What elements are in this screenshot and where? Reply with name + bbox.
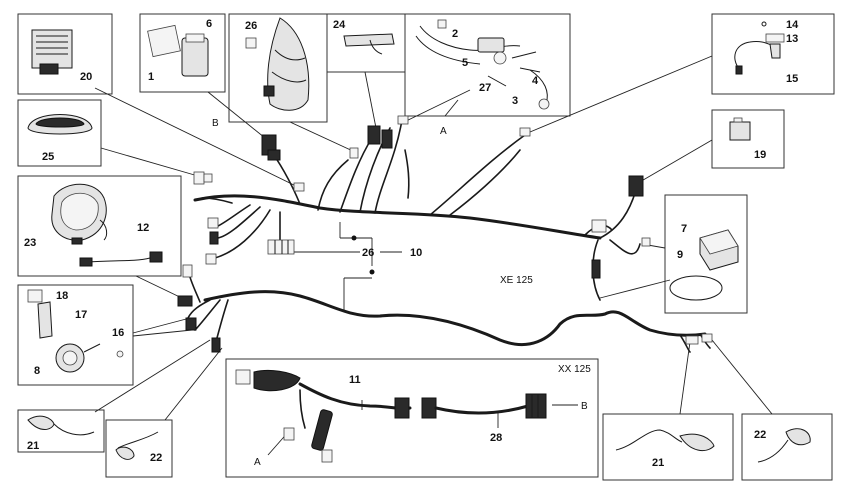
ref-letter-a-top: A <box>440 126 447 137</box>
junction-dot-upper <box>351 235 357 241</box>
model-label-xx125: XX 125 <box>558 364 591 375</box>
ref-letter-a-inset: A <box>254 457 261 468</box>
callout-27: 27 <box>479 82 491 94</box>
callout-25: 25 <box>42 151 54 163</box>
rear-indicator-22 <box>757 428 811 463</box>
callout-24: 24 <box>333 19 346 31</box>
callout-1: 1 <box>148 71 154 83</box>
ignition-switch <box>415 19 550 110</box>
callout-10: 10 <box>410 247 422 259</box>
battery <box>669 229 739 301</box>
regulator-rectifier <box>31 29 73 75</box>
panel-rear-indicator-22 <box>741 413 833 481</box>
connector-plate <box>343 33 395 55</box>
callout-9: 9 <box>677 249 683 261</box>
callout-2: 2 <box>452 28 458 40</box>
callout-21b: 21 <box>652 457 664 469</box>
callout-12: 12 <box>137 222 149 234</box>
callout-22a: 22 <box>150 452 162 464</box>
callout-20: 20 <box>80 71 92 83</box>
rear-indicator-21 <box>615 429 715 452</box>
reference-letters: B A B A <box>212 118 588 468</box>
callout-11: 11 <box>349 374 361 386</box>
model-label-xe125: XE 125 <box>500 275 533 286</box>
front-indicator-22 <box>115 431 159 460</box>
callout-13: 13 <box>786 33 798 45</box>
callout-16: 16 <box>112 327 124 339</box>
callout-4: 4 <box>532 75 539 87</box>
callout-7: 7 <box>681 223 687 235</box>
front-indicator-21 <box>27 415 95 436</box>
callout-21a: 21 <box>27 440 39 452</box>
fuse-holder <box>147 24 209 77</box>
panel-front-indicator-22 <box>105 419 173 478</box>
ref-letter-b-inset: B <box>581 401 588 412</box>
panel-relay-19 <box>711 109 785 169</box>
panel-front-indicator <box>17 409 105 453</box>
callout-23: 23 <box>24 237 36 249</box>
xx125-harness <box>235 369 547 463</box>
harness-connectors <box>177 115 713 353</box>
callout-14: 14 <box>786 19 799 31</box>
side-stand-sensor <box>734 21 785 75</box>
handlebar-switch <box>245 17 310 111</box>
callout-15: 15 <box>786 73 798 85</box>
callout-5: 5 <box>462 57 468 69</box>
callout-17: 17 <box>75 309 87 321</box>
ref-letter-b-top: B <box>212 118 219 129</box>
callout-6: 6 <box>206 18 212 30</box>
callout-28: 28 <box>490 432 502 444</box>
callout-8: 8 <box>34 365 40 377</box>
relay <box>729 117 751 141</box>
callout-19: 19 <box>754 149 766 161</box>
dashboard <box>27 114 93 135</box>
junction-dot-lower <box>369 269 375 275</box>
callout-26a: 26 <box>245 20 257 32</box>
callout-22b: 22 <box>754 429 766 441</box>
horn-assembly <box>27 289 124 373</box>
callout-3: 3 <box>512 95 518 107</box>
main-wiring-harness <box>187 119 711 353</box>
callout-labels: 1 2 3 4 5 6 7 8 9 10 11 12 13 14 15 16 1… <box>24 18 799 469</box>
callout-18: 18 <box>56 290 68 302</box>
callout-26b: 26 <box>362 247 374 259</box>
headlight <box>51 183 163 267</box>
